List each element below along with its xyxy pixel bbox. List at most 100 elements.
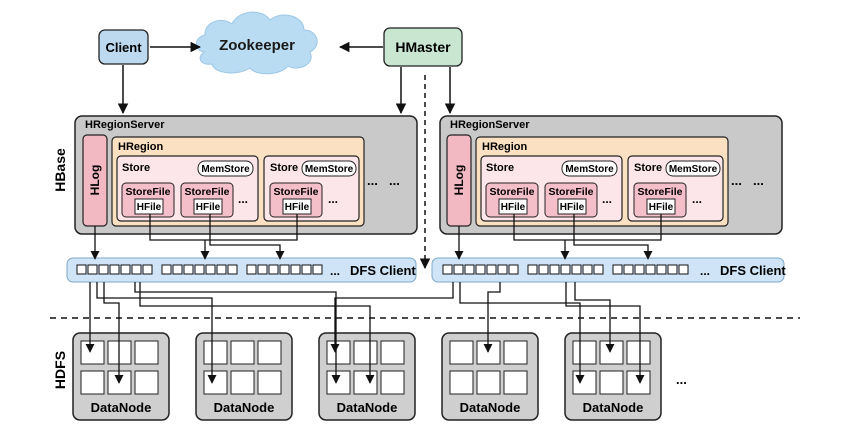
store-2: Store MemStore StoreFile HFile ...	[627, 155, 724, 222]
datanode-block	[230, 340, 255, 365]
datanode-block	[203, 340, 228, 365]
dfs-block	[268, 264, 279, 275]
datanode-block	[134, 340, 159, 365]
datanode-block	[326, 370, 351, 395]
dfs-block	[131, 264, 142, 275]
hfile-label: HFile	[196, 202, 221, 213]
dfs-client-bar-1: ... DFS Client	[66, 257, 417, 283]
store-2: Store MemStore StoreFile HFile ...	[263, 155, 360, 222]
hbase-layer-label: HBase	[52, 148, 68, 192]
datanode-block	[449, 340, 474, 365]
dfs-block	[549, 264, 560, 275]
datanode-block	[257, 340, 282, 365]
client-box: Client	[98, 29, 149, 65]
storefile-label: StoreFile	[126, 186, 171, 198]
datanode-label: DataNode	[337, 400, 398, 415]
zookeeper-label: Zookeeper	[219, 37, 295, 54]
memstore-label: MemStore	[201, 164, 250, 175]
hmaster-label: HMaster	[395, 39, 451, 55]
storefile-label: StoreFile	[549, 186, 594, 198]
datanode-block	[353, 340, 378, 365]
datanode-block	[353, 370, 378, 395]
dfs-block	[76, 264, 87, 275]
datanodes-ellipsis: ...	[676, 372, 687, 387]
datanode-block	[203, 370, 228, 395]
storefile-label: StoreFile	[490, 186, 535, 198]
dfs-block	[486, 264, 497, 275]
dfs-block	[678, 264, 689, 275]
datanode-block	[449, 370, 474, 395]
dfs-block	[290, 264, 301, 275]
stores-ellipsis: ...	[367, 173, 378, 188]
storefile-label: StoreFile	[638, 186, 683, 198]
dfs-block	[194, 264, 205, 275]
dfs-block	[279, 264, 290, 275]
datanode-block	[257, 370, 282, 395]
datanode: DataNode	[441, 332, 539, 421]
dfs-block	[527, 264, 538, 275]
datanode: DataNode	[318, 332, 416, 421]
dfs-block	[571, 264, 582, 275]
storefiles-ellipsis: ...	[602, 192, 612, 206]
dfs-client-label: DFS Client	[720, 263, 786, 278]
hfile-box	[557, 198, 587, 215]
dfs-client-label: DFS Client	[350, 263, 416, 278]
top-connectors	[117, 41, 456, 270]
region-server-1: HRegionServer HLog HRegion Store MemStor…	[74, 115, 418, 235]
datanode-block	[599, 370, 624, 395]
dfs-block	[593, 264, 604, 275]
datanode-block	[572, 370, 597, 395]
memstore-label: MemStore	[669, 164, 718, 175]
hlog-label: HLog	[452, 165, 466, 196]
datanode-block	[503, 340, 528, 365]
store-label: Store	[634, 162, 662, 174]
dfs-block	[172, 264, 183, 275]
dfs-block	[161, 264, 172, 275]
store-label: Store	[122, 162, 150, 174]
dfs-block	[142, 264, 153, 275]
hlog-label: HLog	[88, 165, 102, 196]
datanode-block	[626, 370, 651, 395]
datanode-block	[476, 370, 501, 395]
datanode-block	[326, 340, 351, 365]
datanode: DataNode	[72, 332, 170, 421]
dfs-block	[475, 264, 486, 275]
hregion-label: HRegion	[118, 141, 164, 153]
hfile-box	[193, 198, 223, 215]
dfs-block	[87, 264, 98, 275]
datanode-block	[503, 370, 528, 395]
dfs-block	[301, 264, 312, 275]
storefiles-ellipsis: ...	[238, 192, 248, 206]
storefile-label: StoreFile	[274, 186, 319, 198]
hfile-label: HFile	[137, 202, 162, 213]
dfs-block	[538, 264, 549, 275]
hfile-box	[498, 198, 528, 215]
dfs-block	[257, 264, 268, 275]
hfile-label: HFile	[560, 202, 585, 213]
datanode-block	[572, 340, 597, 365]
dfs-block	[246, 264, 257, 275]
hdfs-layer-label: HDFS	[52, 351, 68, 389]
store-1: Store MemStore StoreFile HFile StoreFile…	[116, 155, 259, 222]
dfs-block	[120, 264, 131, 275]
zookeeper-cloud: Zookeeper	[195, 11, 318, 75]
hfile-box	[134, 198, 164, 215]
dfs-block	[645, 264, 656, 275]
region-to-dfs-connectors	[90, 214, 662, 260]
client-label: Client	[105, 40, 142, 55]
datanode-block	[380, 370, 405, 395]
dfs-block	[508, 264, 519, 275]
region-server-title: HRegionServer	[450, 119, 530, 131]
datanode-block	[134, 370, 159, 395]
memstore-label: MemStore	[565, 164, 614, 175]
dfs-block	[656, 264, 667, 275]
datanode-block	[380, 340, 405, 365]
datanode-block	[80, 340, 105, 365]
regions-ellipsis: ...	[389, 173, 400, 188]
storefile-label: StoreFile	[185, 186, 230, 198]
datanode-block	[230, 370, 255, 395]
datanode: DataNode	[195, 332, 293, 421]
memstore-box	[197, 160, 254, 177]
datanode-label: DataNode	[583, 400, 644, 415]
dfs-block	[98, 264, 109, 275]
